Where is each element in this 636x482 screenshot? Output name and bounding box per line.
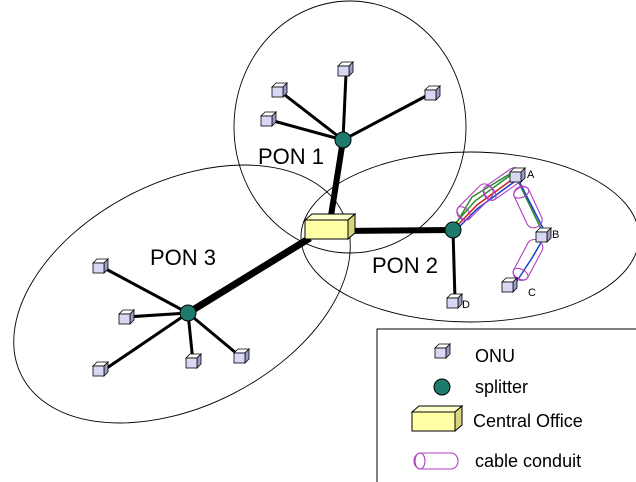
onu-icon (337, 61, 354, 77)
onu-icon (118, 309, 135, 325)
pon2-label: PON 2 (372, 253, 438, 278)
central-office-icon (303, 212, 357, 241)
onu-icon (233, 348, 250, 364)
legend-splitter-label: splitter (475, 377, 528, 397)
onu-icon (501, 277, 518, 293)
legend-cable-conduit-label: cable conduit (475, 451, 581, 471)
pon3-label: PON 3 (150, 245, 216, 270)
onu-label-d: D (462, 299, 470, 311)
onu-icon (424, 85, 441, 101)
pon1-label: PON 1 (258, 144, 324, 169)
pon1-drop-fibers (269, 73, 429, 142)
onu-icon (271, 82, 288, 98)
central-office-icon (410, 404, 464, 433)
onu-icon (509, 167, 526, 183)
onu-icon (446, 293, 463, 309)
splitter-icon (179, 304, 197, 322)
legend-central-office: Central Office (410, 404, 583, 433)
legend-onu-label: ONU (475, 346, 515, 366)
pon2-area (300, 151, 636, 323)
onu-icon (92, 258, 109, 274)
trunk-fiber-pon2 (339, 227, 454, 234)
pon2-drop-fiber-d (451, 229, 457, 301)
onu-icon (535, 227, 552, 243)
legend-onu: ONU (434, 343, 515, 366)
onu-icon (92, 361, 109, 377)
legend: ONU splitter Central Office cable condui… (376, 328, 636, 482)
onu-icon (185, 353, 202, 369)
legend-central-office-label: Central Office (473, 411, 583, 431)
pon3-area (13, 164, 351, 424)
onu-icon (260, 111, 277, 127)
legend-splitter: splitter (433, 377, 528, 397)
onu-label-b: B (552, 229, 559, 241)
splitter-icon (334, 131, 352, 149)
onu-label-c: C (528, 287, 536, 299)
splitter-icon (433, 378, 451, 396)
onu-icon (434, 343, 451, 359)
cable-conduit-icon (413, 452, 459, 470)
splitter-icon (444, 221, 462, 239)
trunk-fiber-pon3 (186, 235, 312, 316)
legend-cable-conduit: cable conduit (413, 451, 581, 471)
trunk-fiber-pon1 (327, 139, 346, 223)
onu-label-a: A (527, 169, 535, 181)
